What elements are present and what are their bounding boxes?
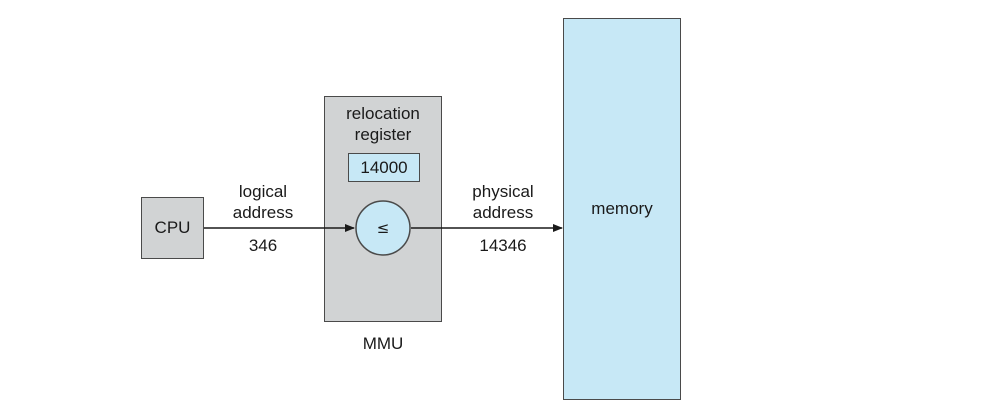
physical-label-line1: physical [472,182,534,201]
physical-label-line2: address [472,203,534,222]
cpu-box: CPU [141,197,204,259]
relocation-register-box: 14000 [348,153,420,182]
physical-address-label: physical address [455,181,551,223]
logical-label-line2: address [232,203,294,222]
logical-label-line1: logical [238,182,288,201]
logical-address-value: 346 [248,236,278,255]
physical-address-value: 14346 [479,236,527,255]
adder-circle [355,200,411,256]
memory-box: memory [563,18,681,400]
relocation-register-value: 14000 [360,157,408,177]
memory-label: memory [591,199,653,218]
relocation-register-line2: register [354,125,412,144]
mmu-label: MMU [362,334,404,353]
relocation-register-label: relocation register [324,103,442,145]
cpu-label: CPU [154,218,191,237]
relocation-register-line1: relocation [346,104,420,123]
logical-address-label: logical address [220,181,306,223]
adder-symbol: ≤ [377,219,390,237]
